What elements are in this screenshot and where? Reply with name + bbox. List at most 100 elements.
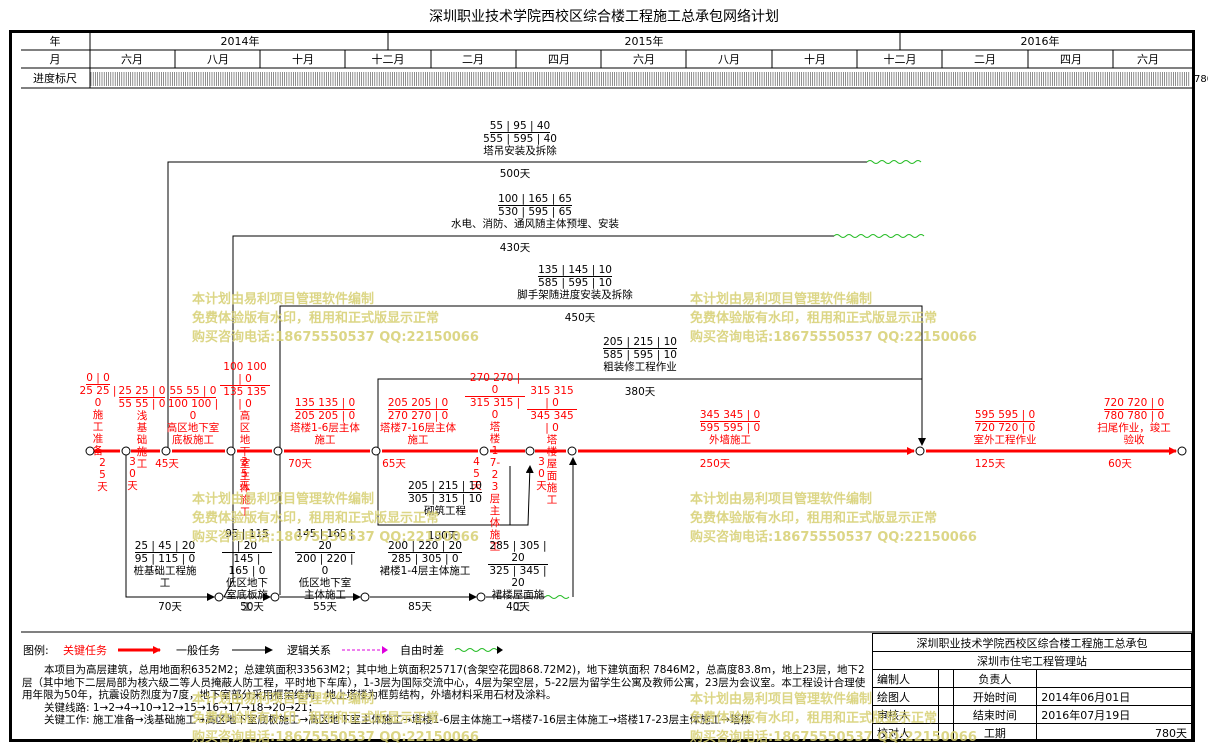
task-duration: 45天	[155, 458, 179, 470]
task-duration: 70天	[288, 458, 312, 470]
task-early-times: 345 345 | 0	[699, 409, 761, 422]
task-early-times: 100 | 165 | 65	[498, 193, 572, 206]
month-label: 十月	[292, 52, 314, 66]
task-duration: 125天	[974, 458, 1006, 470]
lower-task-lines	[125, 451, 577, 601]
task-early-times: 205 205 | 0	[387, 397, 449, 410]
task-duration: 45天	[471, 456, 482, 492]
task-late-times: 95 | 115 | 0	[134, 553, 196, 565]
info-editor-label: 编制人	[871, 669, 940, 688]
project-info-table: 深圳职业技术学院西校区综合楼工程施工总承包 深圳市住宅工程管理站 编制人 负责人…	[871, 633, 1192, 742]
month-label: 八月	[718, 53, 740, 66]
task-duration: 430天	[499, 242, 531, 254]
task-duration: 55天	[313, 601, 337, 613]
task-duration: 250天	[699, 458, 731, 470]
chart-frame	[9, 30, 1195, 742]
info-end-value: 2016年07月19日	[1036, 705, 1192, 724]
task-early-times: 95 | 115 | 20	[222, 528, 272, 553]
network-node	[476, 592, 486, 602]
month-header-label: 月	[50, 53, 61, 66]
task-duration: 30天	[536, 456, 547, 492]
task-name: 塔楼屋面施工	[546, 434, 558, 506]
task-name: 高区地下室底板施工	[166, 422, 220, 446]
info-owner-label: 负责人	[952, 669, 1038, 688]
year-2015: 2015年	[625, 34, 664, 48]
page-title: 深圳职业技术学院西校区综合楼工程施工总承包网络计划	[429, 9, 779, 25]
legend-float-squiggle	[454, 648, 498, 652]
watermark: 本计划由易利项目管理软件编制免费体验版有水印，租用和正式版显示正常购买咨询电话:…	[690, 292, 977, 345]
task-late-times: 585 | 595 | 10	[538, 277, 612, 289]
task-early-times: 135 135 | 0	[294, 397, 356, 410]
legend-critical-label: 关键任务	[63, 643, 107, 657]
network-node	[525, 446, 535, 456]
task-late-times: 345 345 | 0	[530, 410, 574, 434]
month-label: 二月	[974, 53, 996, 66]
month-label: 二月	[462, 53, 484, 66]
watermark: 本计划由易利项目管理软件编制免费体验版有水印，租用和正式版显示正常购买咨询电话:…	[192, 692, 479, 745]
task-name: 室外工程作业	[973, 434, 1037, 446]
task-duration: 50天	[240, 601, 264, 613]
task-duration: 25天	[97, 457, 108, 493]
legend-float-label: 自由时差	[400, 643, 444, 657]
task-late-times: 270 270 | 0	[387, 410, 449, 422]
task-duration: 100天	[427, 530, 459, 542]
notes-critical-work: 关键工作: 施工准备→浅基础施工→高区地下室底板施工→高区地下室主体施工→塔楼1…	[44, 714, 751, 726]
task-early-times: 25 | 45 | 20	[134, 540, 196, 553]
task-late-times: 55 55 | 0	[118, 398, 166, 410]
network-node	[85, 446, 95, 456]
task-duration: 60天	[1108, 458, 1132, 470]
info-start-label: 开始时间	[952, 687, 1038, 706]
progress-scale-ticks	[90, 72, 1190, 86]
task-early-times: 720 720 | 0	[1103, 397, 1165, 410]
month-label: 六月	[121, 53, 143, 66]
network-node	[479, 446, 489, 456]
free-float-squiggles	[544, 160, 925, 599]
network-node	[371, 446, 381, 456]
network-node	[915, 446, 925, 456]
info-reviewer-label: 审核人	[871, 705, 940, 724]
watermark: 本计划由易利项目管理软件编制免费体验版有水印，租用和正式版显示正常购买咨询电话:…	[192, 492, 479, 545]
task-late-times: 530 | 595 | 65	[498, 206, 572, 218]
task-late-times: 555 | 595 | 40	[483, 133, 557, 145]
task-early-times: 205 | 215 | 10	[408, 480, 482, 493]
network-node	[270, 592, 280, 602]
network-node	[1177, 446, 1187, 456]
task-late-times: 285 | 305 | 0	[391, 553, 459, 565]
scale-header-label: 进度标尺	[33, 71, 77, 85]
task-name: 浅基础施工	[136, 410, 148, 470]
task-duration: 500天	[499, 168, 531, 180]
project-notes: 本项目为高层建筑，总用地面积6352M2；总建筑面积33563M2；其中地上筑面…	[22, 664, 868, 727]
info-agency: 深圳市住宅工程管理站	[872, 651, 1192, 670]
legend-logic-label: 逻辑关系	[287, 643, 331, 657]
task-early-times: 595 595 | 0	[974, 409, 1036, 422]
task-early-times: 55 55 | 0	[169, 385, 217, 398]
year-2016: 2016年	[1021, 34, 1060, 48]
info-period-value: 780天	[1036, 723, 1192, 742]
task-late-times: 200 | 220 | 0	[296, 553, 354, 577]
task-early-times: 100 100 | 0	[220, 361, 270, 386]
task-name: 塔楼17-23层主体施工	[489, 421, 501, 553]
network-node	[273, 446, 283, 456]
legend-normal-label: 一般任务	[176, 644, 220, 657]
month-label: 四月	[1060, 53, 1082, 66]
watermark: 本计划由易利项目管理软件编制免费体验版有水印，租用和正式版显示正常购买咨询电话:…	[690, 692, 977, 745]
task-name: 高区地下室主体施工	[239, 410, 251, 518]
task-early-times: 200 | 220 | 20	[388, 540, 462, 553]
task-early-times: 315 315 | 0	[527, 385, 577, 410]
timeline-header	[21, 33, 1193, 633]
task-early-times: 270 270 | 0	[465, 372, 525, 397]
task-early-times: 0 | 0	[86, 372, 110, 385]
